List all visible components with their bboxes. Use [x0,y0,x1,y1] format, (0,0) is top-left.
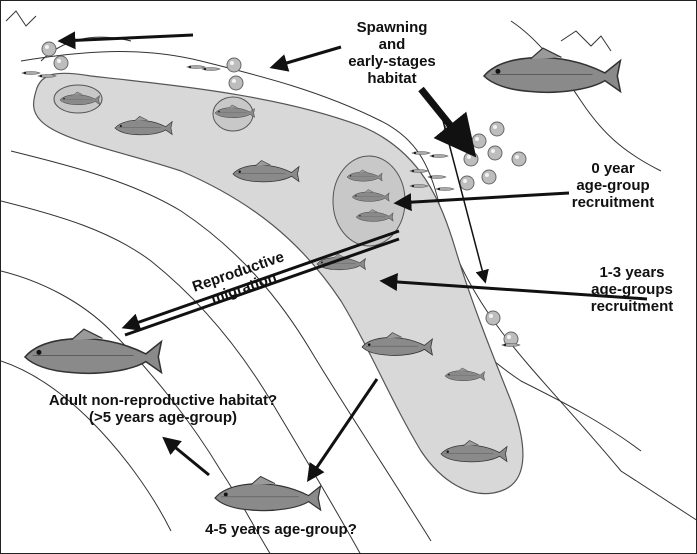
spawning-label-line: habitat [322,70,462,87]
one-three-label-line: 1-3 years [567,264,697,281]
zero-year-label-line: 0 year [553,160,673,177]
zero-year-label-line: age-group [553,177,673,194]
arrow-four-five [309,379,377,479]
adult-habitat-label: Adult non-reproductive habitat? (>5 year… [13,392,313,426]
fish-icon [484,48,620,92]
arrow-spawning-ne [421,89,471,151]
zero-year-label-line: recruitment [553,194,673,211]
spawning-label-line: and [322,36,462,53]
egg-cluster-se [486,311,518,346]
one-three-label-line: age-groups [567,281,697,298]
spawning-label-line: Spawning [322,19,462,36]
coastline [511,21,661,171]
one-three-label-line: recruitment [567,298,697,315]
spawning-label-line: early-stages [322,53,462,70]
adult-label-line: Adult non-reproductive habitat? [13,392,313,409]
four-five-label-line: 4-5 years age-group? [181,521,381,538]
four-five-label: 4-5 years age-group? [181,521,381,538]
coastline [561,31,611,51]
coastline [6,11,36,26]
spawning-label: Spawning and early-stages habitat [322,19,462,87]
zero-year-label: 0 year age-group recruitment [553,160,673,211]
fish-icon [215,476,321,510]
contour-line [1,361,171,531]
one-three-label: 1-3 years age-groups recruitment [567,264,697,315]
adult-label-line: (>5 years age-group) [13,409,313,426]
fish-icon [25,329,161,373]
arrow-adult [165,439,209,475]
